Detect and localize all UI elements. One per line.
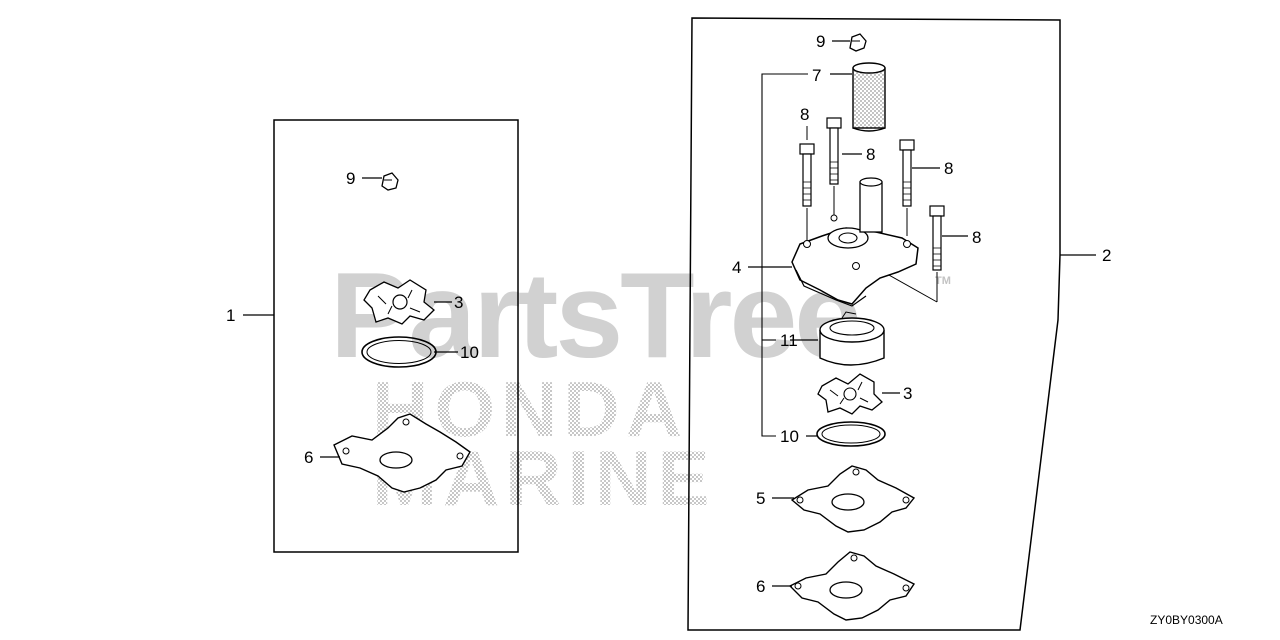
callout-right-4[interactable]: 4 <box>732 258 741 277</box>
watermark-trademark: TM <box>935 275 951 287</box>
gasket-part-icon[interactable] <box>788 551 916 621</box>
bolt-part-icon[interactable] <box>929 205 945 271</box>
kit-right: 2 9 7 8 <box>687 17 1111 631</box>
callout-right-7[interactable]: 7 <box>812 66 821 85</box>
clip-part-icon[interactable] <box>849 33 867 52</box>
bolt-part-icon[interactable] <box>799 143 815 207</box>
bolt-part-icon[interactable] <box>899 139 915 207</box>
callout-left-3[interactable]: 3 <box>454 293 463 312</box>
impeller-part-icon[interactable] <box>817 373 883 415</box>
bolt-part-icon[interactable] <box>826 117 842 185</box>
callout-right-8d[interactable]: 8 <box>972 228 981 247</box>
kit-left-label[interactable]: 1 <box>226 306 235 325</box>
callout-right-11[interactable]: 11 <box>780 331 798 350</box>
impeller-part-icon[interactable] <box>363 279 435 325</box>
callout-left-9[interactable]: 9 <box>346 169 355 188</box>
callout-left-6[interactable]: 6 <box>304 448 313 467</box>
clip-part-icon[interactable] <box>381 172 399 191</box>
callout-right-10[interactable]: 10 <box>780 427 799 446</box>
pump-housing-part-icon[interactable] <box>791 177 919 307</box>
figure-code: ZY0BY0300A <box>1150 613 1223 627</box>
kit-right-frame <box>687 17 1061 631</box>
callout-left-10[interactable]: 10 <box>460 343 479 362</box>
callout-right-8c[interactable]: 8 <box>944 159 953 178</box>
o-ring-part-icon[interactable] <box>816 421 886 447</box>
callout-right-9[interactable]: 9 <box>816 32 825 51</box>
kit-right-label[interactable]: 2 <box>1102 246 1111 265</box>
callout-right-5[interactable]: 5 <box>756 489 765 508</box>
callout-right-3[interactable]: 3 <box>903 384 912 403</box>
callout-right-6[interactable]: 6 <box>756 577 765 596</box>
liner-part-icon[interactable] <box>819 311 885 366</box>
plate-part-icon[interactable] <box>790 465 916 533</box>
callout-right-8b[interactable]: 8 <box>866 145 875 164</box>
tube-part-icon[interactable] <box>852 62 886 132</box>
kit-left-frame <box>273 119 519 553</box>
callout-right-8a[interactable]: 8 <box>800 105 809 124</box>
gasket-part-icon[interactable] <box>333 413 471 493</box>
kit-left: 1 9 3 10 6 <box>226 119 519 553</box>
